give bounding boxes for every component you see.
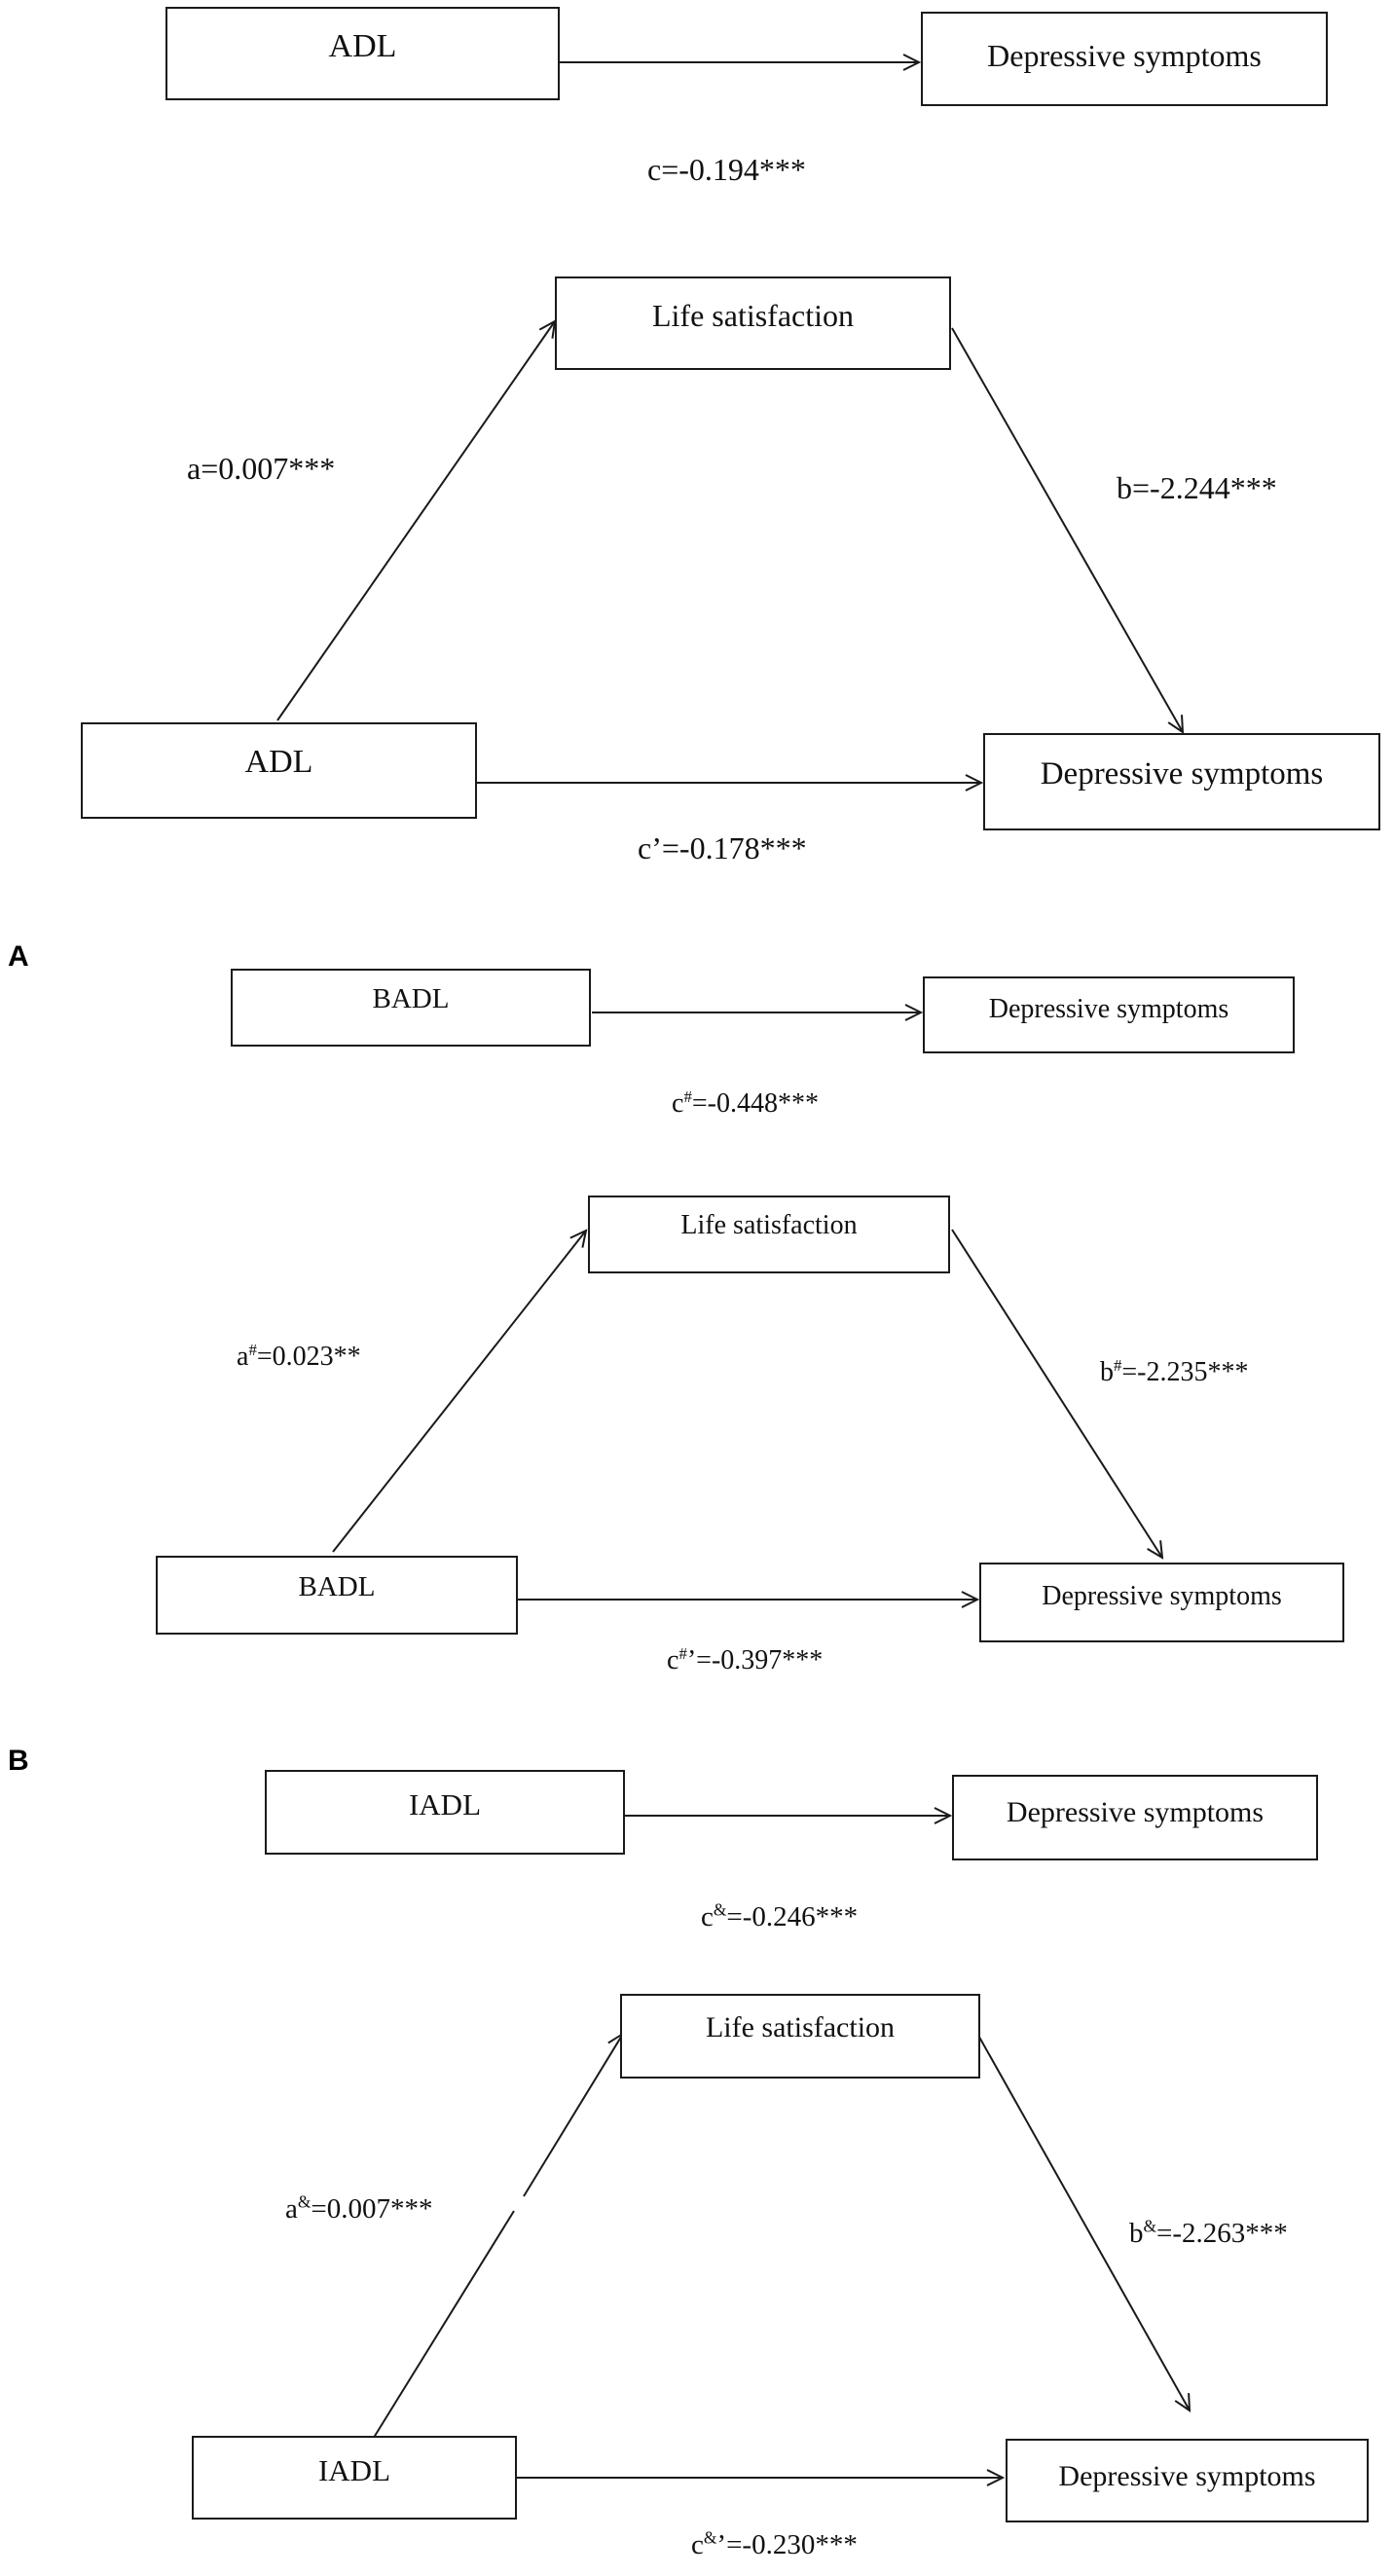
- outcome-label: Depressive symptoms: [987, 38, 1262, 73]
- direct-value: ’=-0.230***: [716, 2529, 858, 2560]
- panel-label-b: B: [8, 1745, 29, 1777]
- arrow-a-badl: [332, 1231, 586, 1553]
- coef-superscript: #: [683, 1086, 692, 1106]
- outcome-label: Depressive symptoms: [1058, 2460, 1316, 2492]
- predictor-label: IADL: [408, 1787, 482, 1822]
- arrow-b-badl: [951, 1229, 1162, 1558]
- predictor-label: ADL: [244, 744, 313, 780]
- coef-value: =-0.448***: [691, 1088, 819, 1119]
- outcome-box-badl: Depressive symptoms: [979, 1563, 1344, 1642]
- outcome-box-iadl-total: Depressive symptoms: [952, 1775, 1318, 1860]
- arrow-b-adl: [951, 327, 1183, 732]
- arrow-b-iadl: [975, 2031, 1190, 2410]
- outcome-label: Depressive symptoms: [1006, 1796, 1265, 1828]
- a-path-label: a=0.007***: [187, 451, 336, 486]
- a-superscript: &: [297, 2191, 312, 2212]
- total-effect-label: c=-0.194***: [647, 152, 806, 187]
- total-effect-label: c&=-0.246***: [701, 1899, 859, 1932]
- mediator-box-adl: Life satisfaction: [555, 276, 951, 370]
- b-superscript: &: [1143, 2216, 1157, 2236]
- predictor-label: IADL: [317, 2453, 391, 2487]
- b-path-label: b#=-2.235***: [1100, 1355, 1249, 1387]
- predictor-label: BADL: [298, 1571, 376, 1602]
- a-path-label: a#=0.023**: [237, 1340, 361, 1372]
- direct-effect-label: c&’=-0.230***: [691, 2527, 858, 2560]
- b-value: =-2.235***: [1121, 1357, 1249, 1387]
- mediator-box-iadl: Life satisfaction: [620, 1994, 980, 2079]
- direct-effect-label: c’=-0.178***: [638, 830, 807, 865]
- panel-label-a: A: [8, 940, 29, 973]
- outcome-label: Depressive symptoms: [988, 994, 1229, 1024]
- b-path-label: b&=-2.263***: [1129, 2216, 1288, 2249]
- direct-value: ’=-0.397***: [686, 1645, 824, 1675]
- direct-effect-label: c#’=-0.397***: [667, 1643, 824, 1675]
- b-superscript: #: [1114, 1355, 1122, 1375]
- mediator-label: Life satisfaction: [705, 2011, 896, 2043]
- predictor-box-adl-total: ADL: [165, 7, 560, 100]
- outcome-box-adl-total: Depressive symptoms: [921, 12, 1328, 106]
- direct-superscript: #: [678, 1643, 687, 1663]
- outcome-label: Depressive symptoms: [1042, 1581, 1282, 1611]
- outcome-box-iadl: Depressive symptoms: [1006, 2439, 1369, 2522]
- outcome-label: Depressive symptoms: [1040, 756, 1324, 791]
- predictor-label: ADL: [328, 28, 397, 64]
- coef-superscript: &: [713, 1899, 727, 1920]
- total-effect-label: c#=-0.448***: [672, 1086, 819, 1119]
- a-superscript: #: [248, 1340, 257, 1359]
- predictor-box-iadl: IADL: [192, 2436, 517, 2520]
- mediator-box-badl: Life satisfaction: [588, 1196, 950, 1273]
- b-value: =-2.263***: [1156, 2218, 1288, 2249]
- arrow-a-iadl: [371, 2210, 515, 2442]
- a-path-label: a&=0.007***: [285, 2191, 433, 2225]
- direct-superscript: &: [703, 2527, 717, 2548]
- a-value: =0.007***: [311, 2193, 433, 2225]
- mediator-label: Life satisfaction: [651, 298, 855, 333]
- outcome-box-badl-total: Depressive symptoms: [923, 976, 1295, 1053]
- coef-value: =-0.246***: [726, 1901, 859, 1932]
- arrow-a-iadl-head: [523, 2034, 623, 2197]
- predictor-box-badl-total: BADL: [231, 969, 591, 1047]
- predictor-box-adl: ADL: [81, 722, 477, 819]
- b-path-label: b=-2.244***: [1117, 470, 1277, 505]
- predictor-box-badl: BADL: [156, 1556, 518, 1635]
- a-value: =0.023**: [256, 1342, 361, 1372]
- arrow-a-adl: [276, 321, 555, 721]
- predictor-label: BADL: [372, 983, 450, 1014]
- predictor-box-iadl-total: IADL: [265, 1770, 625, 1855]
- outcome-box-adl: Depressive symptoms: [983, 733, 1380, 830]
- mediator-label: Life satisfaction: [680, 1210, 858, 1240]
